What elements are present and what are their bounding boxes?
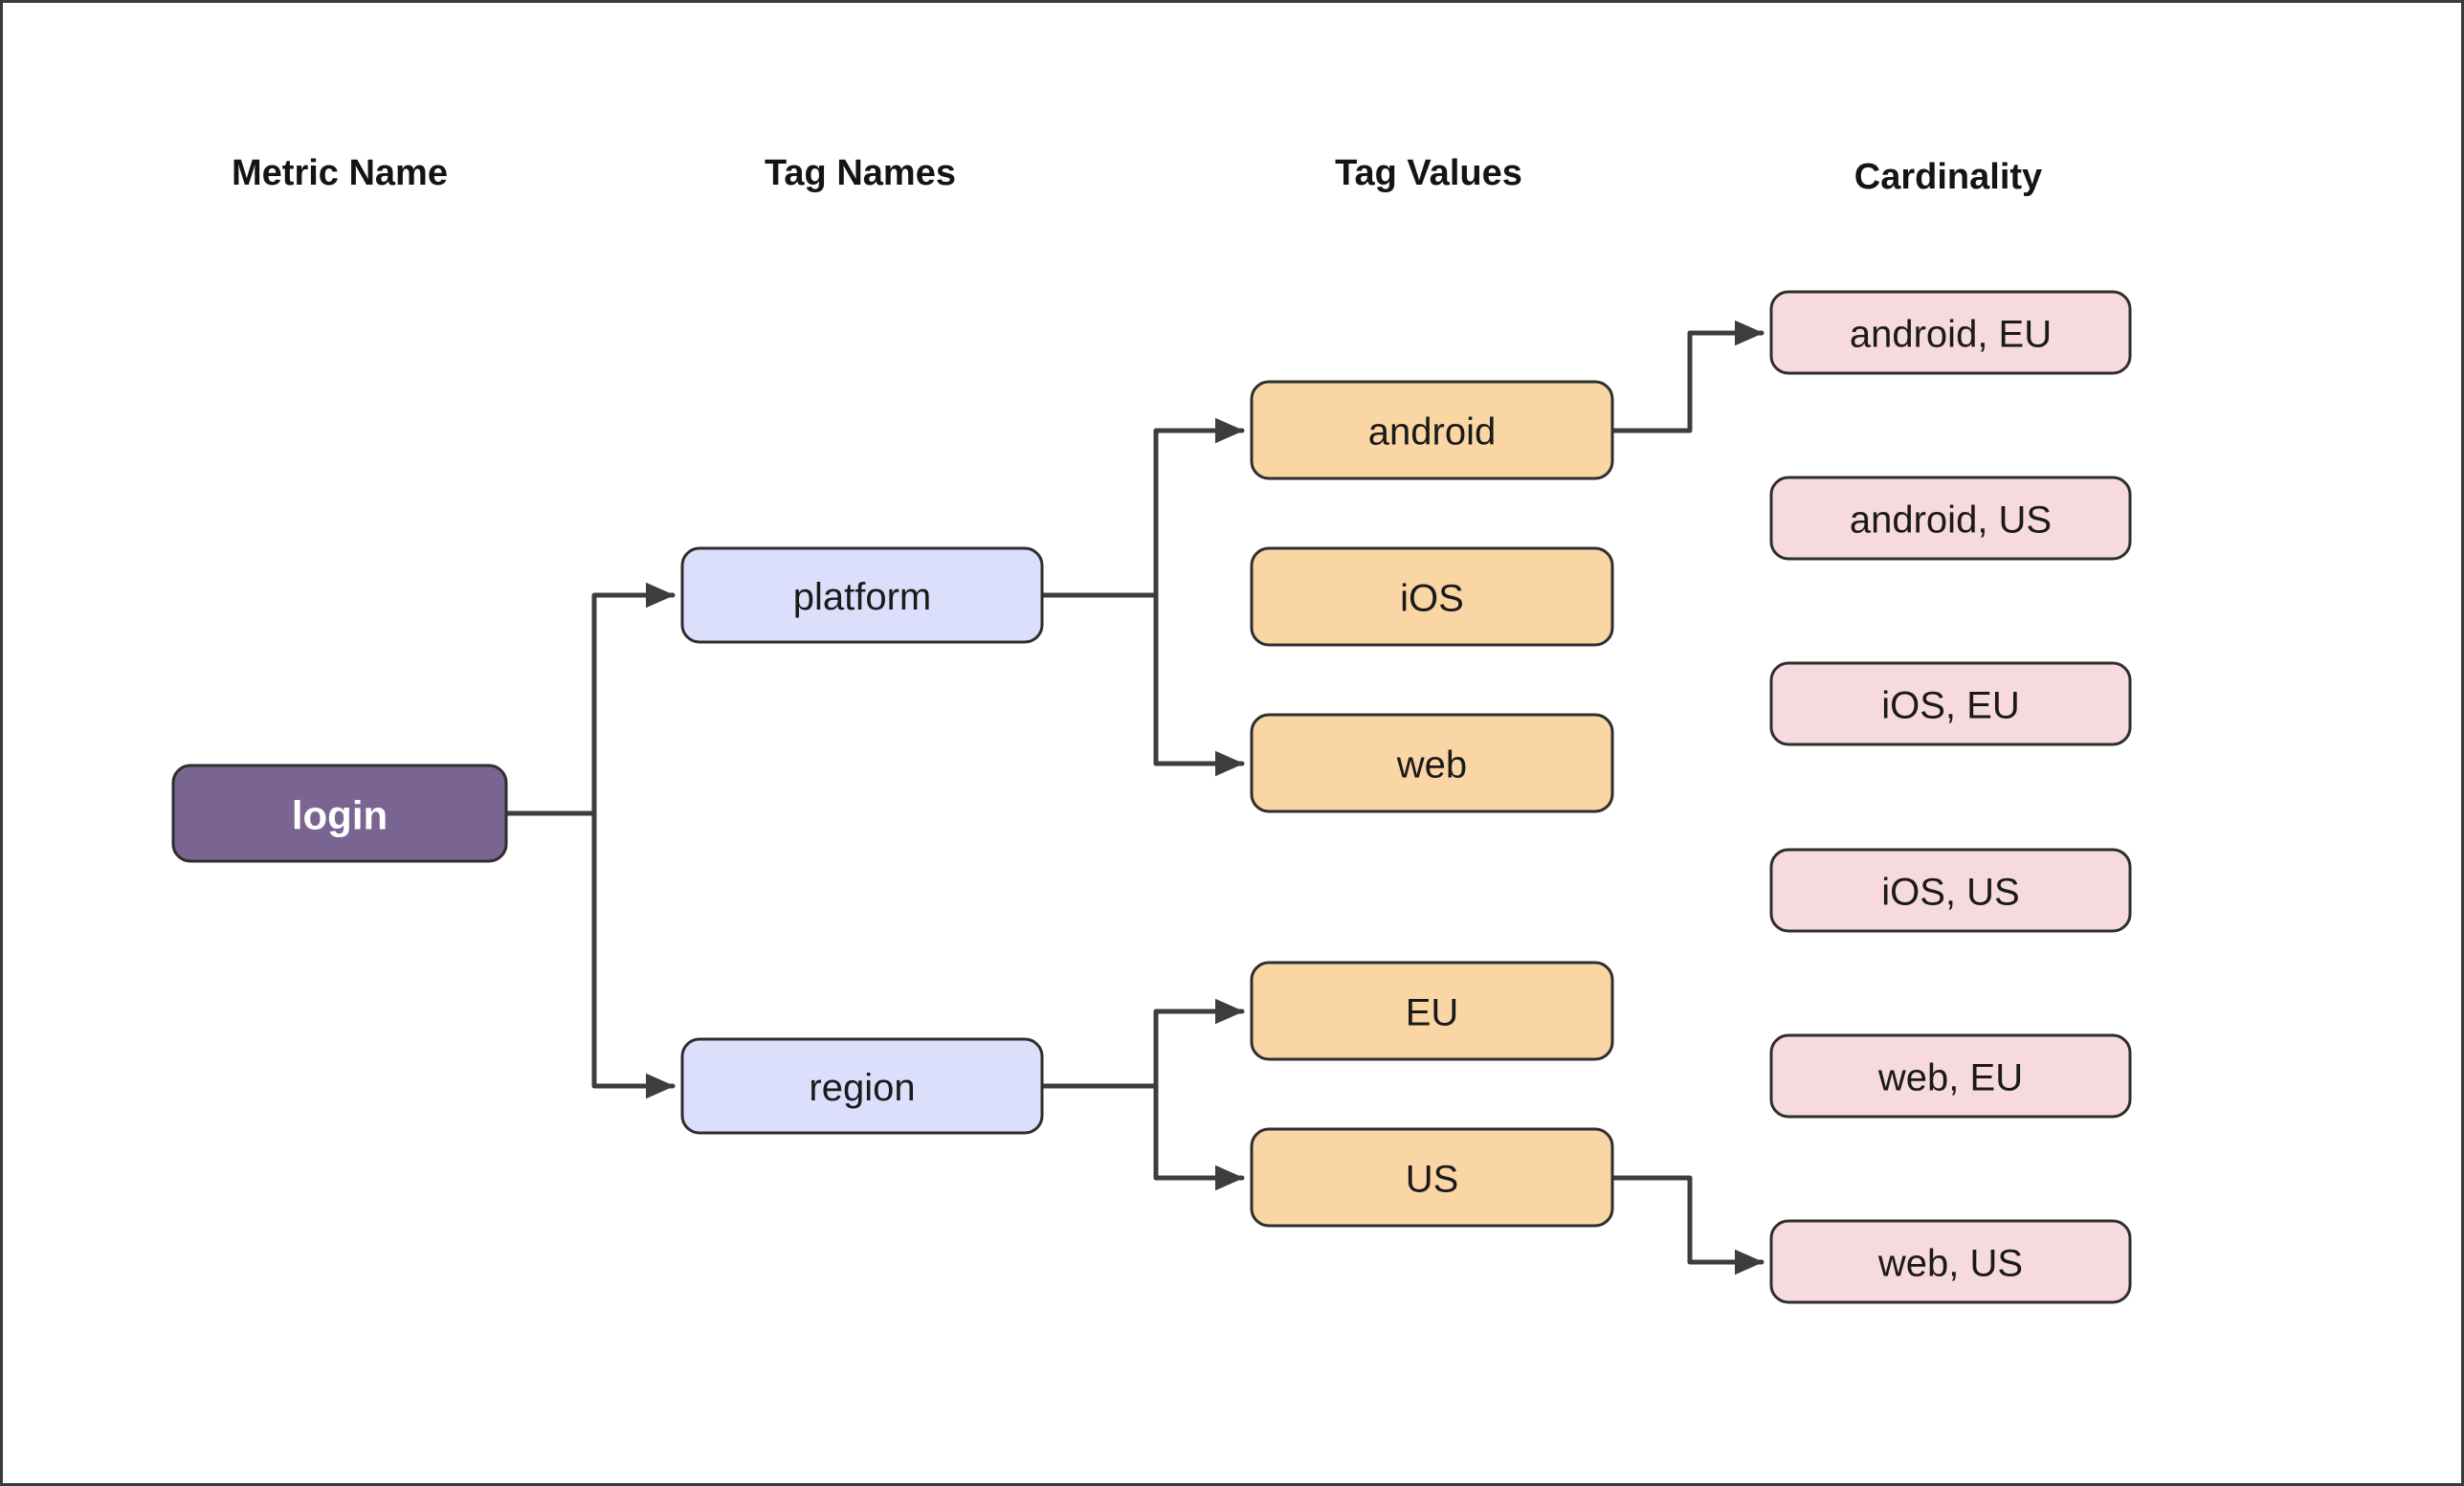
node-android-us[interactable]: android, US [1769, 476, 2132, 561]
edge-platform-to-web [1039, 592, 1245, 777]
connector-edges [503, 320, 1765, 1275]
edge-platform-to-android [1039, 417, 1245, 598]
node-label-region: region [809, 1067, 915, 1109]
node-box-ios-us[interactable] [1769, 848, 2132, 933]
column-headers: Metric Name Tag Names Tag Values Cardinalit… [232, 153, 2042, 197]
edge-android-to-android-eu [1609, 320, 1765, 433]
node-web[interactable]: web [1250, 713, 1614, 813]
edge-login-to-platform [503, 582, 676, 816]
edge-us-to-web-us [1609, 1175, 1765, 1275]
node-android[interactable]: android [1250, 380, 1614, 480]
node-region[interactable]: region [680, 1037, 1044, 1135]
node-box-web-us[interactable] [1769, 1219, 2132, 1304]
node-label-ios: iOS [1400, 578, 1464, 620]
node-box-web[interactable] [1250, 713, 1614, 813]
node-web-eu[interactable]: web, EU [1769, 1033, 2132, 1119]
node-label-login: login [292, 793, 388, 838]
node-box-us[interactable] [1250, 1127, 1614, 1228]
edge-login-to-region [503, 810, 676, 1099]
node-box-platform[interactable] [680, 546, 1044, 644]
node-box-ios[interactable] [1250, 546, 1614, 647]
node-label-web-eu: web, EU [1877, 1057, 2023, 1099]
node-ios-us[interactable]: iOS, US [1769, 848, 2132, 933]
node-box-android-us[interactable] [1769, 476, 2132, 561]
edge-region-to-us [1039, 1083, 1245, 1191]
node-label-web-us: web, US [1877, 1243, 2023, 1285]
column-header-tag-values: Tag Values [1335, 153, 1522, 193]
node-box-android-eu[interactable] [1769, 290, 2132, 375]
column-header-cardinality: Cardinality [1854, 157, 2042, 197]
node-label-ios-eu: iOS, EU [1881, 685, 2019, 727]
node-ios-eu[interactable]: iOS, EU [1769, 661, 2132, 746]
node-box-web-eu[interactable] [1769, 1033, 2132, 1119]
cardinality-tree-diagram: Metric Name Tag Names Tag Values Cardinalit… [171, 153, 2132, 1304]
node-web-us[interactable]: web, US [1769, 1219, 2132, 1304]
node-label-android-eu: android, EU [1850, 314, 2052, 356]
node-us[interactable]: US [1250, 1127, 1614, 1228]
node-box-ios-eu[interactable] [1769, 661, 2132, 746]
node-label-ios-us: iOS, US [1881, 872, 2019, 914]
column-header-metric-name: Metric Name [232, 153, 448, 193]
node-label-web: web [1396, 744, 1467, 787]
node-box-android[interactable] [1250, 380, 1614, 480]
node-label-eu: EU [1406, 992, 1459, 1034]
node-label-platform: platform [793, 576, 932, 618]
node-ios[interactable]: iOS [1250, 546, 1614, 647]
node-platform[interactable]: platform [680, 546, 1044, 644]
node-box-eu[interactable] [1250, 961, 1614, 1061]
node-eu[interactable]: EU [1250, 961, 1614, 1061]
column-header-tag-names: Tag Names [765, 153, 956, 193]
edge-region-to-eu [1039, 998, 1245, 1089]
node-box-login[interactable] [171, 764, 508, 863]
node-box-region[interactable] [680, 1037, 1044, 1135]
node-label-us: US [1406, 1159, 1459, 1201]
node-android-eu[interactable]: android, EU [1769, 290, 2132, 375]
node-label-android: android [1368, 411, 1496, 454]
node-label-android-us: android, US [1850, 499, 2052, 542]
node-login[interactable]: login [171, 764, 508, 863]
